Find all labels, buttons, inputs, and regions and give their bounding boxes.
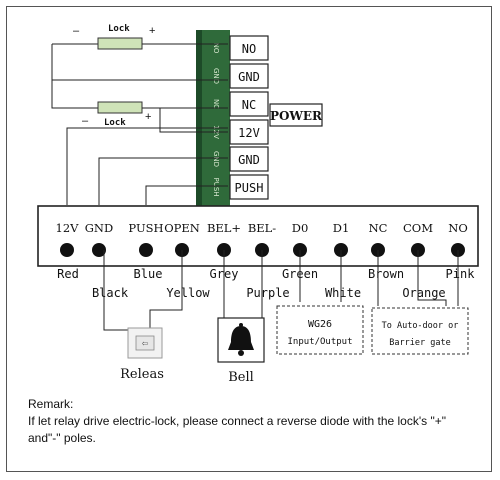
lock-lower-label: Lock [104, 118, 126, 128]
controller-terminal-label: 12V [56, 221, 80, 235]
relay-terminal-label: GND [238, 153, 260, 167]
lock-lower-minus: – [82, 115, 89, 127]
remark-note: Remark: If let relay drive electric-lock… [28, 396, 478, 447]
controller-terminal-label: OPEN [164, 221, 200, 235]
svg-text:⇦: ⇦ [142, 339, 149, 348]
relay-terminal-label: 12V [238, 126, 260, 140]
controller-terminal-label: BEL- [248, 221, 276, 235]
lock-lower [97, 101, 143, 114]
power-label: POWER [270, 109, 323, 123]
controller-board [37, 205, 479, 267]
relay-terminal-label: GND [238, 70, 260, 84]
controller-terminal-label: D0 [292, 221, 309, 235]
pcb-silk-label: PUSH [212, 177, 220, 196]
bell-label: Bell [228, 370, 254, 385]
wg26-line2: Input/Output [287, 337, 352, 347]
wg26-box [276, 305, 364, 355]
pcb-silk-label: NC [212, 99, 220, 109]
controller-terminal-label: D1 [333, 221, 350, 235]
controller-terminal-label: COM [403, 221, 433, 235]
lock-upper-plus: + [149, 25, 155, 37]
relay-terminal-label: NC [242, 98, 256, 112]
relay-pcb [200, 30, 230, 208]
relay-terminal-block: NO GND NC 12V GND PUSH [229, 35, 269, 200]
relay-terminal-label: NO [242, 42, 256, 56]
wire-color-label: Orange [402, 286, 445, 300]
lock-upper [97, 37, 143, 50]
relay-terminal-label: PUSH [235, 181, 264, 195]
wire-color-label: Red [57, 267, 79, 281]
pcb-silk-label: NO [212, 43, 220, 54]
wire-color-label: Brown [368, 267, 404, 281]
remark-line1: If let relay drive electric-lock, please… [28, 414, 447, 428]
controller-terminal-label: NC [369, 221, 388, 235]
pcb-silk-label: GND [212, 151, 220, 167]
wire-color-label: Pink [446, 267, 476, 281]
controller-terminal-dot [92, 243, 106, 257]
wire-color-label: Blue [134, 267, 163, 281]
wire-color-label: Purple [246, 286, 289, 300]
autodoor-box [371, 307, 469, 355]
controller-terminal-label: PUSH [128, 221, 163, 235]
controller-terminal-label: GND [85, 221, 113, 235]
wire-color-label: Yellow [166, 286, 210, 300]
controller-terminal-dot [60, 243, 74, 257]
remark-title: Remark: [28, 397, 74, 411]
controller-terminal-label: BEL+ [207, 221, 241, 235]
relay-terminal-box [229, 174, 269, 200]
relay-terminal-box [229, 63, 269, 89]
power-label-box [269, 103, 323, 127]
wire-color-label: White [325, 286, 361, 300]
autodoor-line2: Barrier gate [389, 338, 450, 348]
relay-terminal-box [229, 119, 269, 145]
relay-terminal-box [229, 91, 269, 117]
controller-terminal-dot [139, 243, 153, 257]
controller-terminal-label: NO [448, 221, 468, 235]
bell-icon [228, 323, 254, 356]
lock-lower-plus: + [145, 111, 151, 123]
lock-upper-minus: – [73, 25, 80, 37]
remark-line2: and"-" poles. [28, 431, 96, 445]
lock-upper-label: Lock [108, 24, 130, 34]
relay-terminal-box [229, 35, 269, 61]
pcb-silk-label: GND [212, 68, 220, 84]
autodoor-line1: To Auto-door or [382, 321, 459, 331]
relay-pcb-edge [196, 30, 202, 208]
wg26-line1: WG26 [308, 319, 332, 330]
relay-terminal-box [229, 146, 269, 172]
release-label: Releas [120, 367, 164, 382]
wire-color-label: Black [92, 286, 129, 300]
